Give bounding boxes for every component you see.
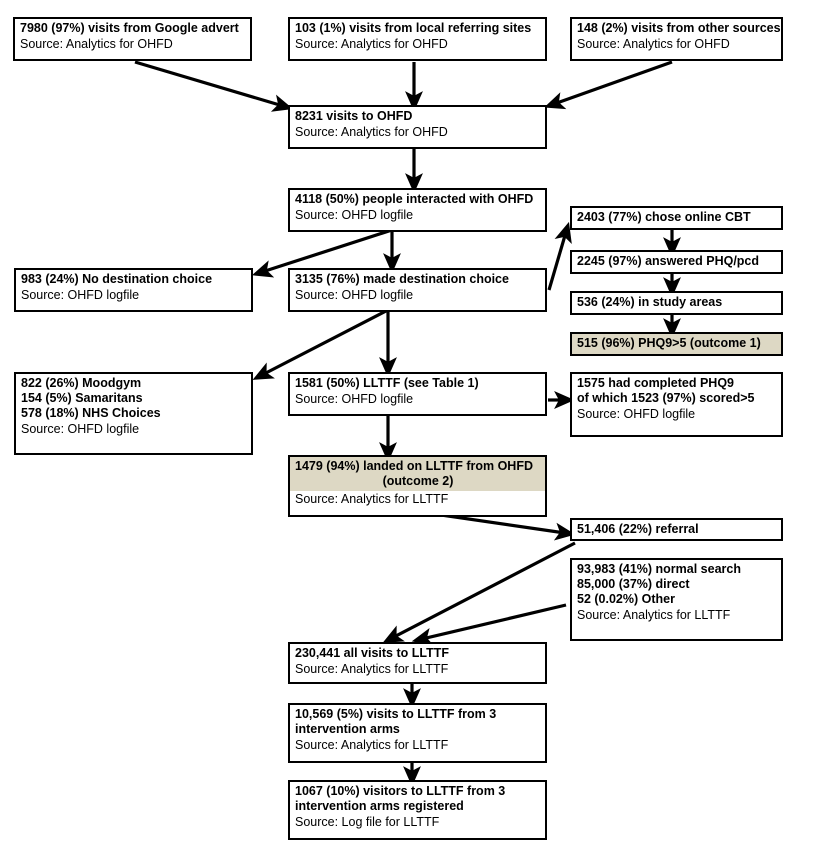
node-answered-phq-line-0: 2245 (97%) answered PHQ/pcd (577, 254, 760, 268)
node-phq9-outcome-1[interactable]: 515 (96%) PHQ9>5 (outcome 1) (570, 332, 783, 356)
node-local-referring-sites-source: Source: Analytics for OHFD (295, 37, 448, 51)
node-all-visits-llttf-line-0: 230,441 all visits to LLTTF (295, 646, 449, 660)
node-completed-phq9-line-0: 1575 had completed PHQ9 (577, 376, 735, 390)
node-visitors-registered-source: Source: Log file for LLTTF (295, 815, 440, 829)
node-people-interacted-line-0: 4118 (50%) people interacted with OHFD (295, 192, 534, 206)
node-landed-on-llttf-line-0: 1479 (94%) landed on LLTTF from OHFD (295, 459, 533, 473)
node-other-traffic-line-1: 85,000 (37%) direct (577, 577, 690, 591)
node-other-destinations-line-2: 578 (18%) NHS Choices (21, 406, 161, 420)
node-google-advert-source: Source: Analytics for OHFD (20, 37, 173, 51)
node-other-destinations-source: Source: OHFD logfile (21, 422, 140, 436)
node-made-destination-choice-line-0: 3135 (76%) made destination choice (295, 272, 509, 286)
node-no-destination-choice-source: Source: OHFD logfile (21, 288, 140, 302)
node-in-study-areas-line-0: 536 (24%) in study areas (577, 295, 723, 309)
edge-other-to-visits (544, 60, 673, 110)
node-google-advert-line-0: 7980 (97%) visits from Google advert (20, 21, 239, 35)
node-chose-online-cbt[interactable]: 2403 (77%) chose online CBT (570, 206, 783, 230)
node-other-destinations[interactable]: 822 (26%) Moodgym 154 (5%) Samaritans 57… (14, 372, 253, 455)
node-landed-on-llttf-highlight-band: 1479 (94%) landed on LLTTF from OHFD (ou… (290, 457, 545, 491)
node-other-sources[interactable]: 148 (2%) visits from other sources Sourc… (570, 17, 783, 61)
node-local-referring-sites[interactable]: 103 (1%) visits from local referring sit… (288, 17, 547, 61)
node-no-destination-choice-line-0: 983 (24%) No destination choice (21, 272, 213, 286)
node-answered-phq[interactable]: 2245 (97%) answered PHQ/pcd (570, 250, 783, 274)
node-landed-on-llttf[interactable]: 1479 (94%) landed on LLTTF from OHFD (ou… (288, 455, 547, 517)
node-other-traffic-source: Source: Analytics for LLTTF (577, 608, 731, 622)
node-other-destinations-line-0: 822 (26%) Moodgym (21, 376, 142, 390)
node-other-destinations-line-1: 154 (5%) Samaritans (21, 391, 143, 405)
node-visits-to-ohfd-source: Source: Analytics for OHFD (295, 125, 448, 139)
node-local-referring-sites-line-0: 103 (1%) visits from local referring sit… (295, 21, 532, 35)
node-llttf-table1-source: Source: OHFD logfile (295, 392, 414, 406)
edge-referral-to-allvisits (382, 541, 576, 643)
edge-interacted-to-nochoice (251, 228, 393, 278)
node-visits-3-arms-line-1: intervention arms (295, 722, 400, 736)
node-visitors-registered[interactable]: 1067 (10%) visitors to LLTTF from 3 inte… (288, 780, 547, 840)
node-made-destination-choice[interactable]: 3135 (76%) made destination choice Sourc… (288, 268, 547, 312)
node-visits-3-arms-line-0: 10,569 (5%) visits to LLTTF from 3 (295, 707, 497, 721)
node-visitors-registered-line-0: 1067 (10%) visitors to LLTTF from 3 (295, 784, 506, 798)
node-all-visits-llttf[interactable]: 230,441 all visits to LLTTF Source: Anal… (288, 642, 547, 684)
node-referral[interactable]: 51,406 (22%) referral (570, 518, 783, 541)
node-completed-phq9-line-1: of which 1523 (97%) scored>5 (577, 391, 755, 405)
node-visits-to-ohfd-line-0: 8231 visits to OHFD (295, 109, 413, 123)
node-landed-on-llttf-source: Source: Analytics for LLTTF (295, 492, 449, 506)
edge-google-to-visits (134, 60, 294, 112)
node-landed-on-llttf-line-1: (outcome 2) (382, 474, 454, 488)
node-visits-3-arms-source: Source: Analytics for LLTTF (295, 738, 449, 752)
node-other-traffic[interactable]: 93,983 (41%) normal search 85,000 (37%) … (570, 558, 783, 641)
node-chose-online-cbt-line-0: 2403 (77%) chose online CBT (577, 210, 751, 224)
node-visitors-registered-line-1: intervention arms registered (295, 799, 464, 813)
node-phq9-outcome-1-line-0: 515 (96%) PHQ9>5 (outcome 1) (577, 336, 761, 350)
edge-othertraffic-to-allvisits (411, 603, 567, 646)
node-made-destination-choice-source: Source: OHFD logfile (295, 288, 414, 302)
node-all-visits-llttf-source: Source: Analytics for LLTTF (295, 662, 449, 676)
node-people-interacted-source: Source: OHFD logfile (295, 208, 414, 222)
node-llttf-table1[interactable]: 1581 (50%) LLTTF (see Table 1) Source: O… (288, 372, 547, 416)
edge-madechoice-to-others (252, 308, 389, 380)
node-llttf-table1-line-0: 1581 (50%) LLTTF (see Table 1) (295, 376, 479, 390)
node-no-destination-choice[interactable]: 983 (24%) No destination choice Source: … (14, 268, 253, 312)
node-other-traffic-line-0: 93,983 (41%) normal search (577, 562, 741, 576)
node-google-advert[interactable]: 7980 (97%) visits from Google advert Sou… (13, 17, 252, 61)
node-referral-line-0: 51,406 (22%) referral (577, 522, 699, 536)
node-people-interacted[interactable]: 4118 (50%) people interacted with OHFD S… (288, 188, 547, 232)
node-completed-phq9[interactable]: 1575 had completed PHQ9 of which 1523 (9… (570, 372, 783, 437)
node-other-sources-line-0: 148 (2%) visits from other sources (577, 21, 781, 35)
node-other-traffic-line-2: 52 (0.02%) Other (577, 592, 675, 606)
node-visits-3-arms[interactable]: 10,569 (5%) visits to LLTTF from 3 inter… (288, 703, 547, 763)
node-other-sources-source: Source: Analytics for OHFD (577, 37, 730, 51)
node-in-study-areas[interactable]: 536 (24%) in study areas (570, 291, 783, 315)
edge-madechoice-to-cbt (547, 221, 572, 291)
node-completed-phq9-source: Source: OHFD logfile (577, 407, 696, 421)
node-visits-to-ohfd[interactable]: 8231 visits to OHFD Source: Analytics fo… (288, 105, 547, 149)
